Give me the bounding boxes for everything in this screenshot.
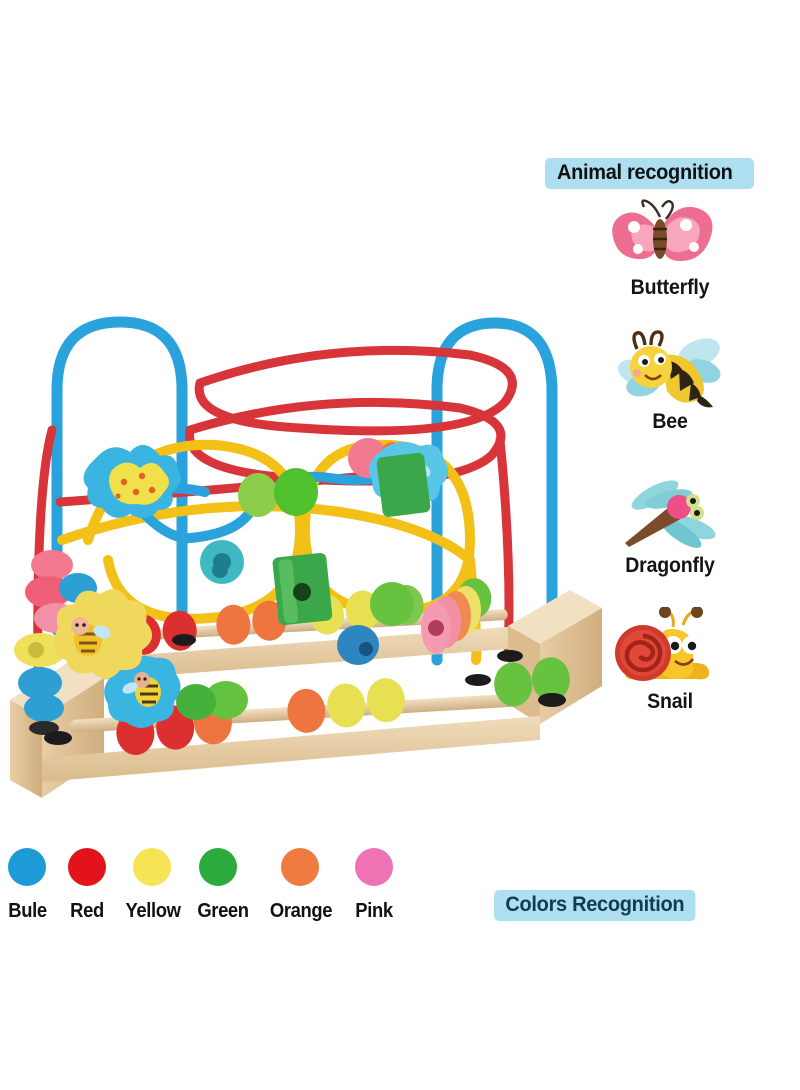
animal-item-bee: Bee	[545, 330, 795, 434]
wooden-bead-maze-toy	[0, 140, 620, 820]
animal-recognition-header: Animal recognition	[545, 158, 754, 189]
colors-swatch-row: Bule Red Yellow Green Orange Pink	[0, 838, 460, 938]
bee-icon	[545, 330, 795, 408]
green-cylinder-bead-2	[376, 452, 431, 517]
green-cylinder-bead	[272, 552, 333, 626]
color-label-pink: Pink	[355, 900, 393, 922]
animal-label-bee: Bee	[652, 410, 688, 433]
color-label-yellow: Yellow	[125, 900, 181, 922]
color-swatch-orange	[281, 848, 319, 886]
color-swatch-pink	[355, 848, 393, 886]
colors-recognition-badge-label: Colors Recognition	[505, 893, 685, 916]
colors-recognition-badge: Colors Recognition	[494, 890, 696, 921]
bee-flower-block	[53, 589, 153, 679]
color-label-orange: Orange	[269, 900, 333, 922]
butterfly-icon	[545, 196, 795, 274]
animal-recognition-header-label: Animal recognition	[557, 161, 733, 184]
color-label-red: Red	[70, 900, 104, 922]
animal-recognition-panel: Animal recognition	[545, 158, 795, 713]
animal-label-snail: Snail	[647, 690, 693, 713]
color-swatch-yellow	[133, 848, 171, 886]
animal-label-dragonfly: Dragonfly	[625, 554, 715, 577]
animal-item-butterfly: Butterfly	[545, 196, 795, 300]
color-swatch-red	[68, 848, 106, 886]
color-swatch-bule	[8, 848, 46, 886]
butterfly-block	[83, 444, 181, 519]
color-label-green: Green	[197, 900, 249, 922]
bee-block	[104, 655, 181, 728]
wire-grommets	[44, 634, 566, 745]
color-swatch-green	[199, 848, 237, 886]
animal-label-butterfly: Butterfly	[630, 276, 710, 299]
dragonfly-icon	[545, 474, 795, 552]
animal-item-snail: Snail	[545, 607, 795, 714]
snail-icon	[545, 607, 795, 688]
animal-item-dragonfly: Dragonfly	[545, 474, 795, 578]
color-label-bule: Bule	[8, 900, 47, 922]
wooden-base	[10, 590, 602, 798]
